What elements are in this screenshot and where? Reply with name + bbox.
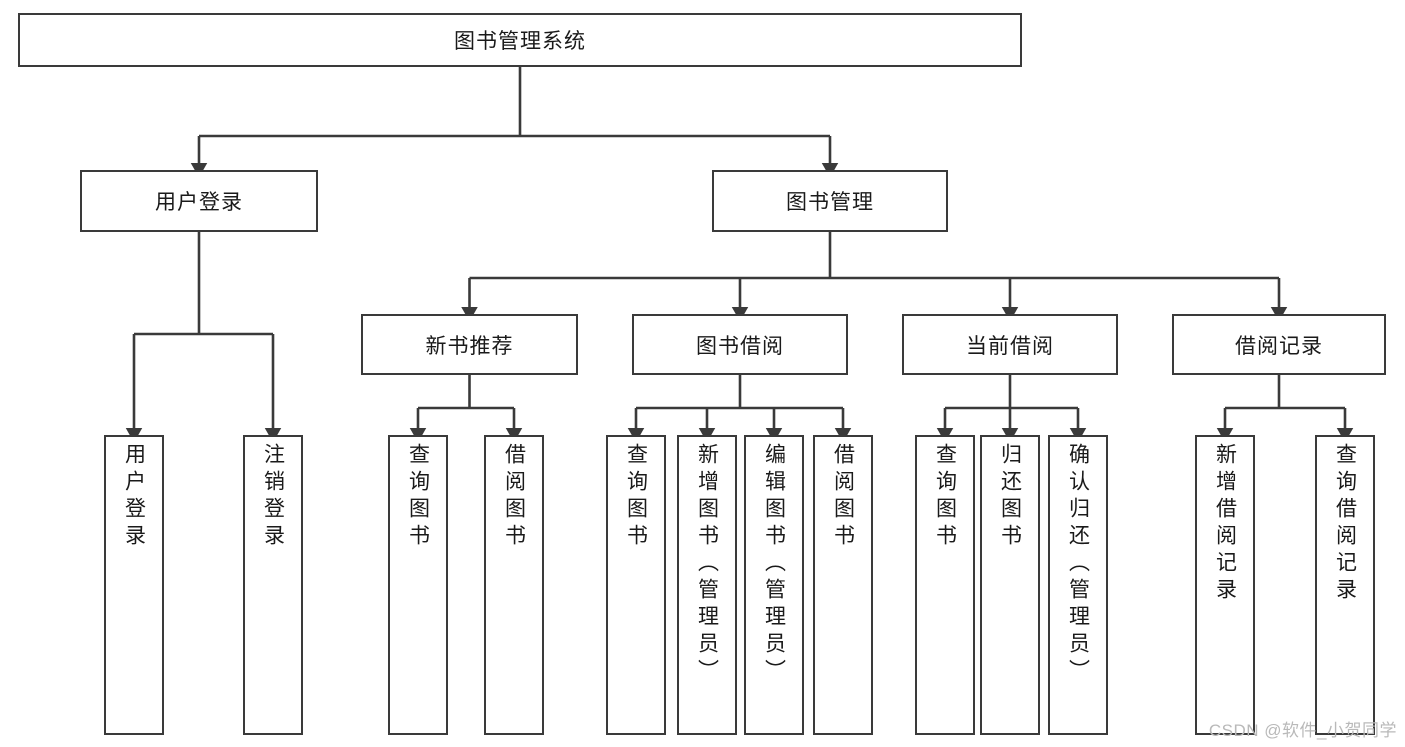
node-l2-用户登录[interactable]: 用户登录 (80, 170, 318, 232)
node-label: 用户登录 (155, 191, 243, 214)
node-label: 图书管理 (786, 191, 874, 214)
node-l3-图书借阅[interactable]: 图书借阅 (632, 314, 848, 375)
node-label: 查询图书 (933, 443, 957, 551)
node-l3-当前借阅[interactable]: 当前借阅 (902, 314, 1118, 375)
node-leaf-10-确认归还管理员[interactable]: 确认归还（管理员） (1048, 435, 1108, 735)
node-label: 注销登录 (261, 443, 285, 551)
node-label: 新增图书（管理员） (695, 443, 719, 686)
node-label: 确认归还（管理员） (1066, 443, 1090, 686)
node-leaf-1-注销登录[interactable]: 注销登录 (243, 435, 303, 735)
node-leaf-4-查询图书[interactable]: 查询图书 (606, 435, 666, 735)
node-leaf-2-查询图书[interactable]: 查询图书 (388, 435, 448, 735)
node-label: 图书借阅 (696, 334, 784, 358)
node-label: 新书推荐 (425, 334, 514, 358)
node-root-图书管理系统[interactable]: 图书管理系统 (18, 13, 1022, 67)
csdn-watermark: CSDN @软件_小贺同学 (1208, 721, 1397, 740)
node-leaf-7-借阅图书[interactable]: 借阅图书 (813, 435, 873, 735)
node-leaf-9-归还图书[interactable]: 归还图书 (980, 435, 1040, 735)
node-leaf-0-用户登录[interactable]: 用户登录 (104, 435, 164, 735)
node-label: 归还图书 (998, 443, 1022, 551)
node-leaf-12-查询借阅记录[interactable]: 查询借阅记录 (1315, 435, 1375, 735)
node-leaf-3-借阅图书[interactable]: 借阅图书 (484, 435, 544, 735)
node-leaf-6-编辑图书管理员[interactable]: 编辑图书（管理员） (744, 435, 804, 735)
node-l3-借阅记录[interactable]: 借阅记录 (1172, 314, 1386, 375)
node-label: 查询图书 (406, 443, 430, 551)
node-leaf-11-新增借阅记录[interactable]: 新增借阅记录 (1195, 435, 1255, 735)
node-l3-新书推荐[interactable]: 新书推荐 (361, 314, 578, 375)
node-label: 编辑图书（管理员） (762, 443, 786, 686)
node-label: 新增借阅记录 (1213, 443, 1237, 605)
node-label: 借阅图书 (831, 443, 855, 551)
node-leaf-8-查询图书[interactable]: 查询图书 (915, 435, 975, 735)
node-label: 查询借阅记录 (1333, 443, 1357, 605)
node-label: 当前借阅 (966, 334, 1054, 358)
node-label: 图书管理系统 (454, 30, 586, 53)
node-l2-图书管理[interactable]: 图书管理 (712, 170, 948, 232)
node-label: 查询图书 (624, 443, 648, 551)
node-label: 借阅记录 (1235, 334, 1323, 358)
node-label: 用户登录 (122, 443, 146, 551)
node-leaf-5-新增图书管理员[interactable]: 新增图书（管理员） (677, 435, 737, 735)
node-label: 借阅图书 (502, 443, 526, 551)
